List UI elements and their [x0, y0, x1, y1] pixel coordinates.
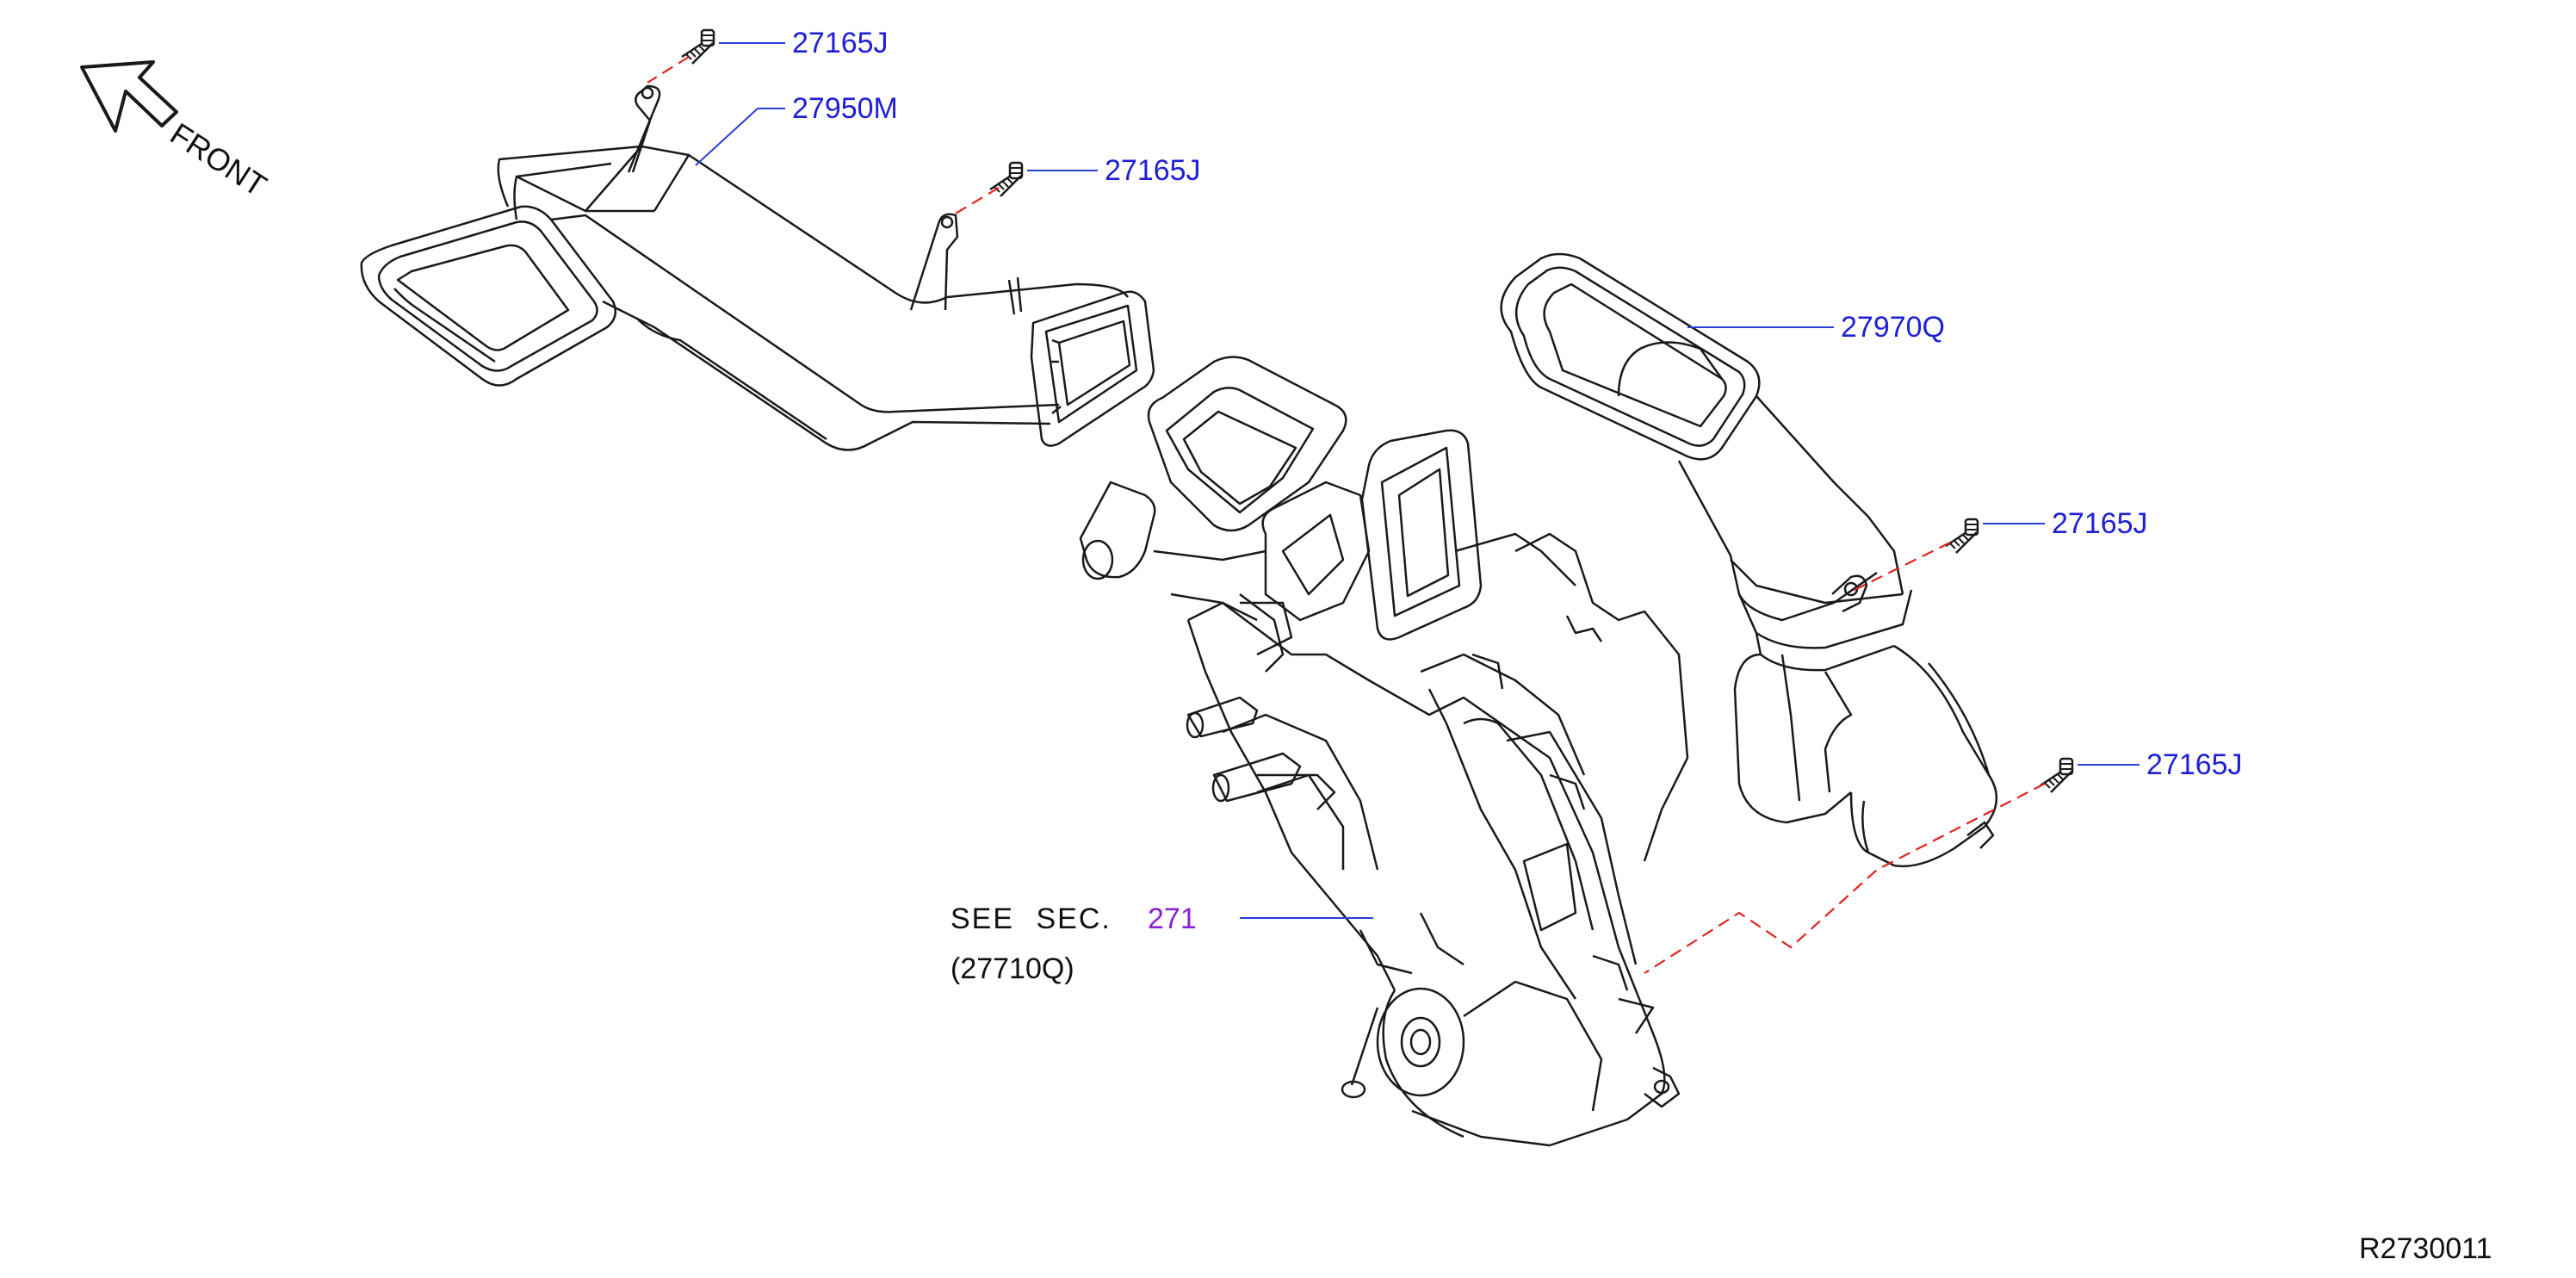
see-sec-part-number: (27710Q) [951, 952, 1074, 985]
part-label-27970q[interactable]: 27970Q [1841, 311, 1945, 344]
part-label-27165j-middle[interactable]: 27165J [1105, 154, 1201, 187]
part-label-27165j-lower[interactable]: 27165J [2146, 748, 2243, 781]
part-label-27950m[interactable]: 27950M [792, 92, 898, 125]
part-label-27165j-right[interactable]: 27165J [2052, 507, 2148, 540]
front-label: FRONT [164, 115, 273, 203]
diagram-id: R2730011 [2359, 1232, 2492, 1265]
front-air-duct[interactable] [360, 84, 1155, 451]
bolt-icon[interactable] [988, 161, 1024, 198]
bolt-icon[interactable] [2039, 757, 2074, 794]
bolt-icon[interactable] [1944, 518, 1979, 555]
install-dash-lines [647, 56, 2046, 974]
see-sec-link[interactable]: 271 [1148, 903, 1197, 935]
part-label-27165j-top[interactable]: 27165J [792, 27, 889, 59]
leader-lines [695, 42, 2139, 919]
see-sec-prefix: SEE SEC. [951, 903, 1112, 935]
rear-air-duct[interactable] [1500, 252, 1998, 867]
front-arrow-icon [80, 60, 178, 133]
heater-unit[interactable] [1079, 356, 1689, 1147]
